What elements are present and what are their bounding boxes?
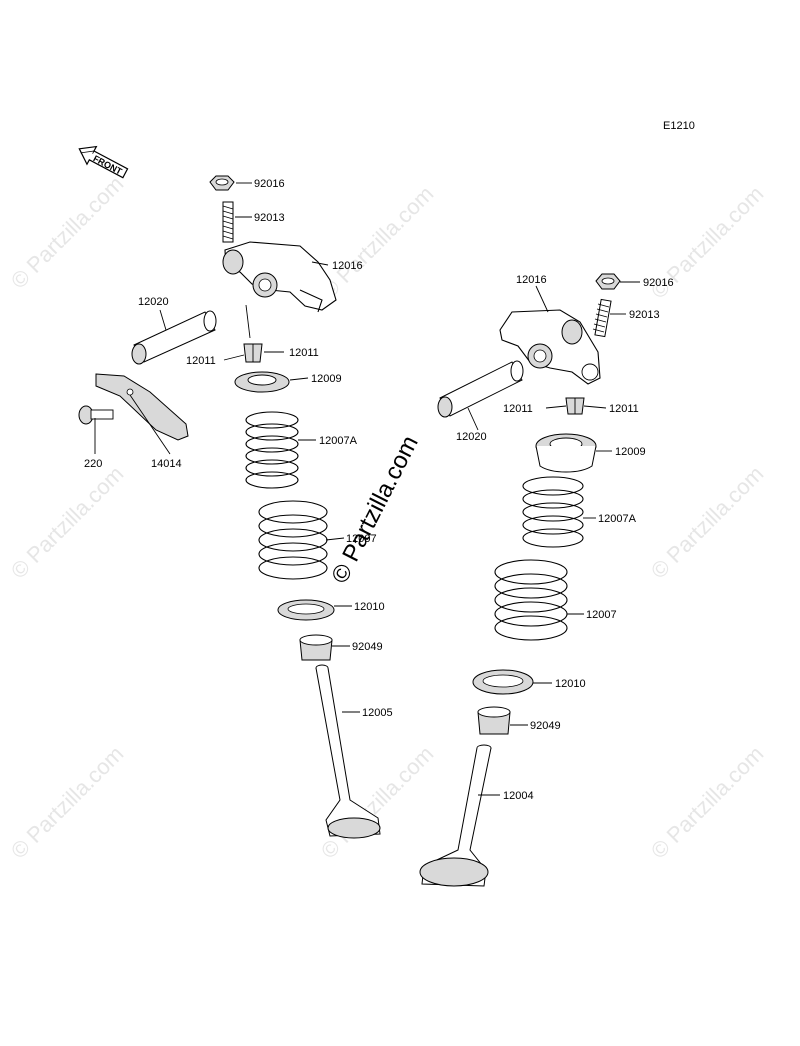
screw-92013-left (222, 201, 234, 243)
right-valve-assembly (419, 273, 621, 887)
nut-92016-left (209, 175, 235, 191)
part-label[interactable]: 12007A (598, 513, 637, 525)
part-label[interactable]: 12011 (289, 347, 319, 359)
part-labels: 92016 92013 12016 12020 12011 12011 1200… (84, 178, 674, 802)
part-label[interactable]: 92013 (629, 309, 660, 321)
retainer-12009-left (234, 371, 290, 393)
watermark: © Partzilla.com (6, 741, 129, 864)
spring-12007A-left (245, 411, 299, 489)
stem-seal-92049-left (299, 634, 333, 661)
part-label[interactable]: 12011 (503, 403, 533, 415)
part-label[interactable]: 12007A (319, 435, 358, 447)
part-label[interactable]: 12011 (186, 355, 216, 367)
part-label[interactable]: 12020 (456, 431, 487, 443)
leader-lines (94, 182, 640, 796)
valve-12004-right (419, 744, 492, 887)
part-label[interactable]: 12009 (615, 446, 646, 458)
part-label[interactable]: 12004 (503, 790, 534, 802)
nut-92016-right (595, 273, 621, 290)
collet-12011-left (243, 304, 263, 363)
watermark-center: © Partzilla.com (326, 431, 423, 587)
watermark: © Partzilla.com (316, 181, 439, 304)
left-valve-assembly (78, 175, 381, 839)
stem-seal-92049-right (477, 706, 511, 735)
screw-92013-right (592, 298, 612, 338)
part-label[interactable]: 12009 (311, 373, 342, 385)
part-label[interactable]: 92049 (530, 720, 561, 732)
spring-seat-12010-left (277, 599, 335, 621)
bracket-14014 (95, 373, 189, 441)
spring-12007-left (258, 500, 328, 580)
part-label[interactable]: 12011 (609, 403, 639, 415)
part-label[interactable]: 92016 (254, 178, 285, 190)
spring-12007-right (494, 559, 568, 641)
watermark: © Partzilla.com (646, 461, 769, 584)
part-label[interactable]: 12007 (346, 533, 377, 545)
rocker-shaft-12020-right (437, 360, 524, 418)
part-label[interactable]: 92013 (254, 212, 285, 224)
part-label[interactable]: 92049 (352, 641, 383, 653)
part-label[interactable]: 12007 (586, 609, 617, 621)
bolt-220 (78, 405, 114, 425)
part-label[interactable]: 12020 (138, 296, 169, 308)
watermark: © Partzilla.com (6, 461, 129, 584)
part-label[interactable]: 12010 (354, 601, 385, 613)
retainer-12009-right (535, 433, 597, 473)
rocker-arm-12016-right (499, 309, 601, 385)
watermark: © Partzilla.com (646, 741, 769, 864)
spring-seat-12010-right (472, 669, 534, 695)
spring-12007A-right (522, 476, 584, 548)
diagram-code: E1210 (663, 120, 695, 132)
part-label[interactable]: 220 (84, 458, 102, 470)
part-label[interactable]: 12016 (332, 260, 363, 272)
rocker-shaft-12020-left (131, 310, 217, 365)
part-label[interactable]: 12016 (516, 274, 547, 286)
watermark-layer: © Partzilla.com © Partzilla.com © Partzi… (6, 171, 769, 864)
part-label[interactable]: 12010 (555, 678, 586, 690)
part-label[interactable]: 92016 (643, 277, 674, 289)
valve-12005-left (315, 664, 381, 839)
part-label[interactable]: 12005 (362, 707, 393, 719)
rocker-arm-12016-left (222, 241, 337, 313)
collet-12011-right (565, 397, 585, 415)
part-label[interactable]: 14014 (151, 458, 182, 470)
front-arrow-icon: FRONT (78, 145, 129, 179)
watermark: © Partzilla.com (6, 171, 129, 294)
